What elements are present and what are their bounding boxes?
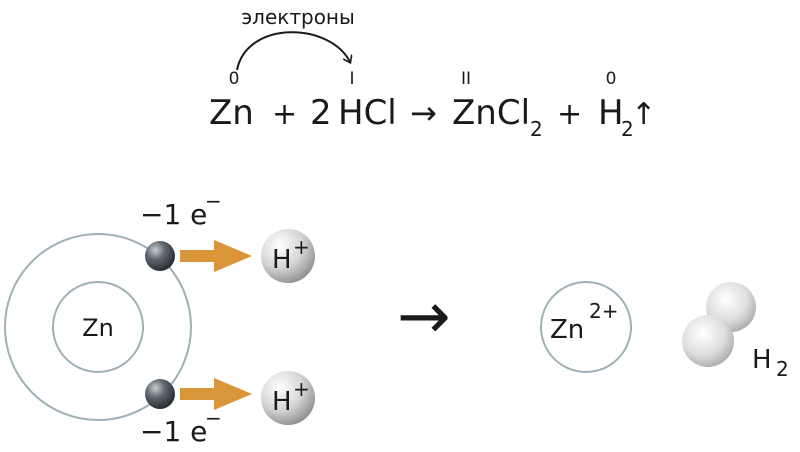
proton-bottom-charge: + [293,377,310,401]
zn-reactant: Zn [209,93,254,133]
electron-charge-bottom: −1 e [140,415,207,448]
electron-top [145,241,175,271]
hcl-reactant: HCl [338,93,397,133]
electron-bottom [145,379,175,409]
proton-bottom-label: H [272,387,292,417]
electron-transfer-arrow [236,31,350,71]
zncl2-product: ZnCl [452,93,530,133]
electron-sign-bottom: − [205,406,222,430]
electron-transfer-label: электроны [241,5,355,29]
zn-atom-label: Zn [82,314,114,342]
zncl2-subscript: 2 [530,117,543,141]
reaction-arrow: → [397,280,451,354]
zncl2-oxidation-state: II [461,69,471,89]
zn-ion-label: Zn [550,315,584,345]
zn-core [52,281,144,373]
h2-molecule-label: H [752,345,772,375]
yields-arrow: → [410,94,437,132]
gas-release-arrow: ↑ [631,97,656,132]
h2-subscript: 2 [621,117,634,141]
electron-charge-top: −1 e [140,198,207,231]
proton-top-label: H [272,245,292,275]
h2-oxidation-state: 0 [606,69,617,89]
zn-ion-charge: 2+ [589,299,618,323]
proton-top [261,229,315,283]
plus-sign-2: + [557,97,582,132]
h2-atom-front [682,315,734,367]
proton-top-charge: + [293,235,310,259]
zn-ion [540,281,632,373]
hcl-coefficient: 2 [310,93,332,133]
transfer-arrow-bottom [180,378,252,410]
electron-sign-top: − [205,189,222,213]
h2-product: H [598,93,624,133]
zn-oxidation-state: 0 [229,69,240,89]
hcl-oxidation-state: I [349,69,354,89]
plus-sign-1: + [272,97,297,132]
proton-bottom [261,371,315,425]
transfer-arrow-top [180,240,252,272]
zn-outer-orbit [4,233,192,421]
h2-molecule-subscript: 2 [776,357,789,381]
